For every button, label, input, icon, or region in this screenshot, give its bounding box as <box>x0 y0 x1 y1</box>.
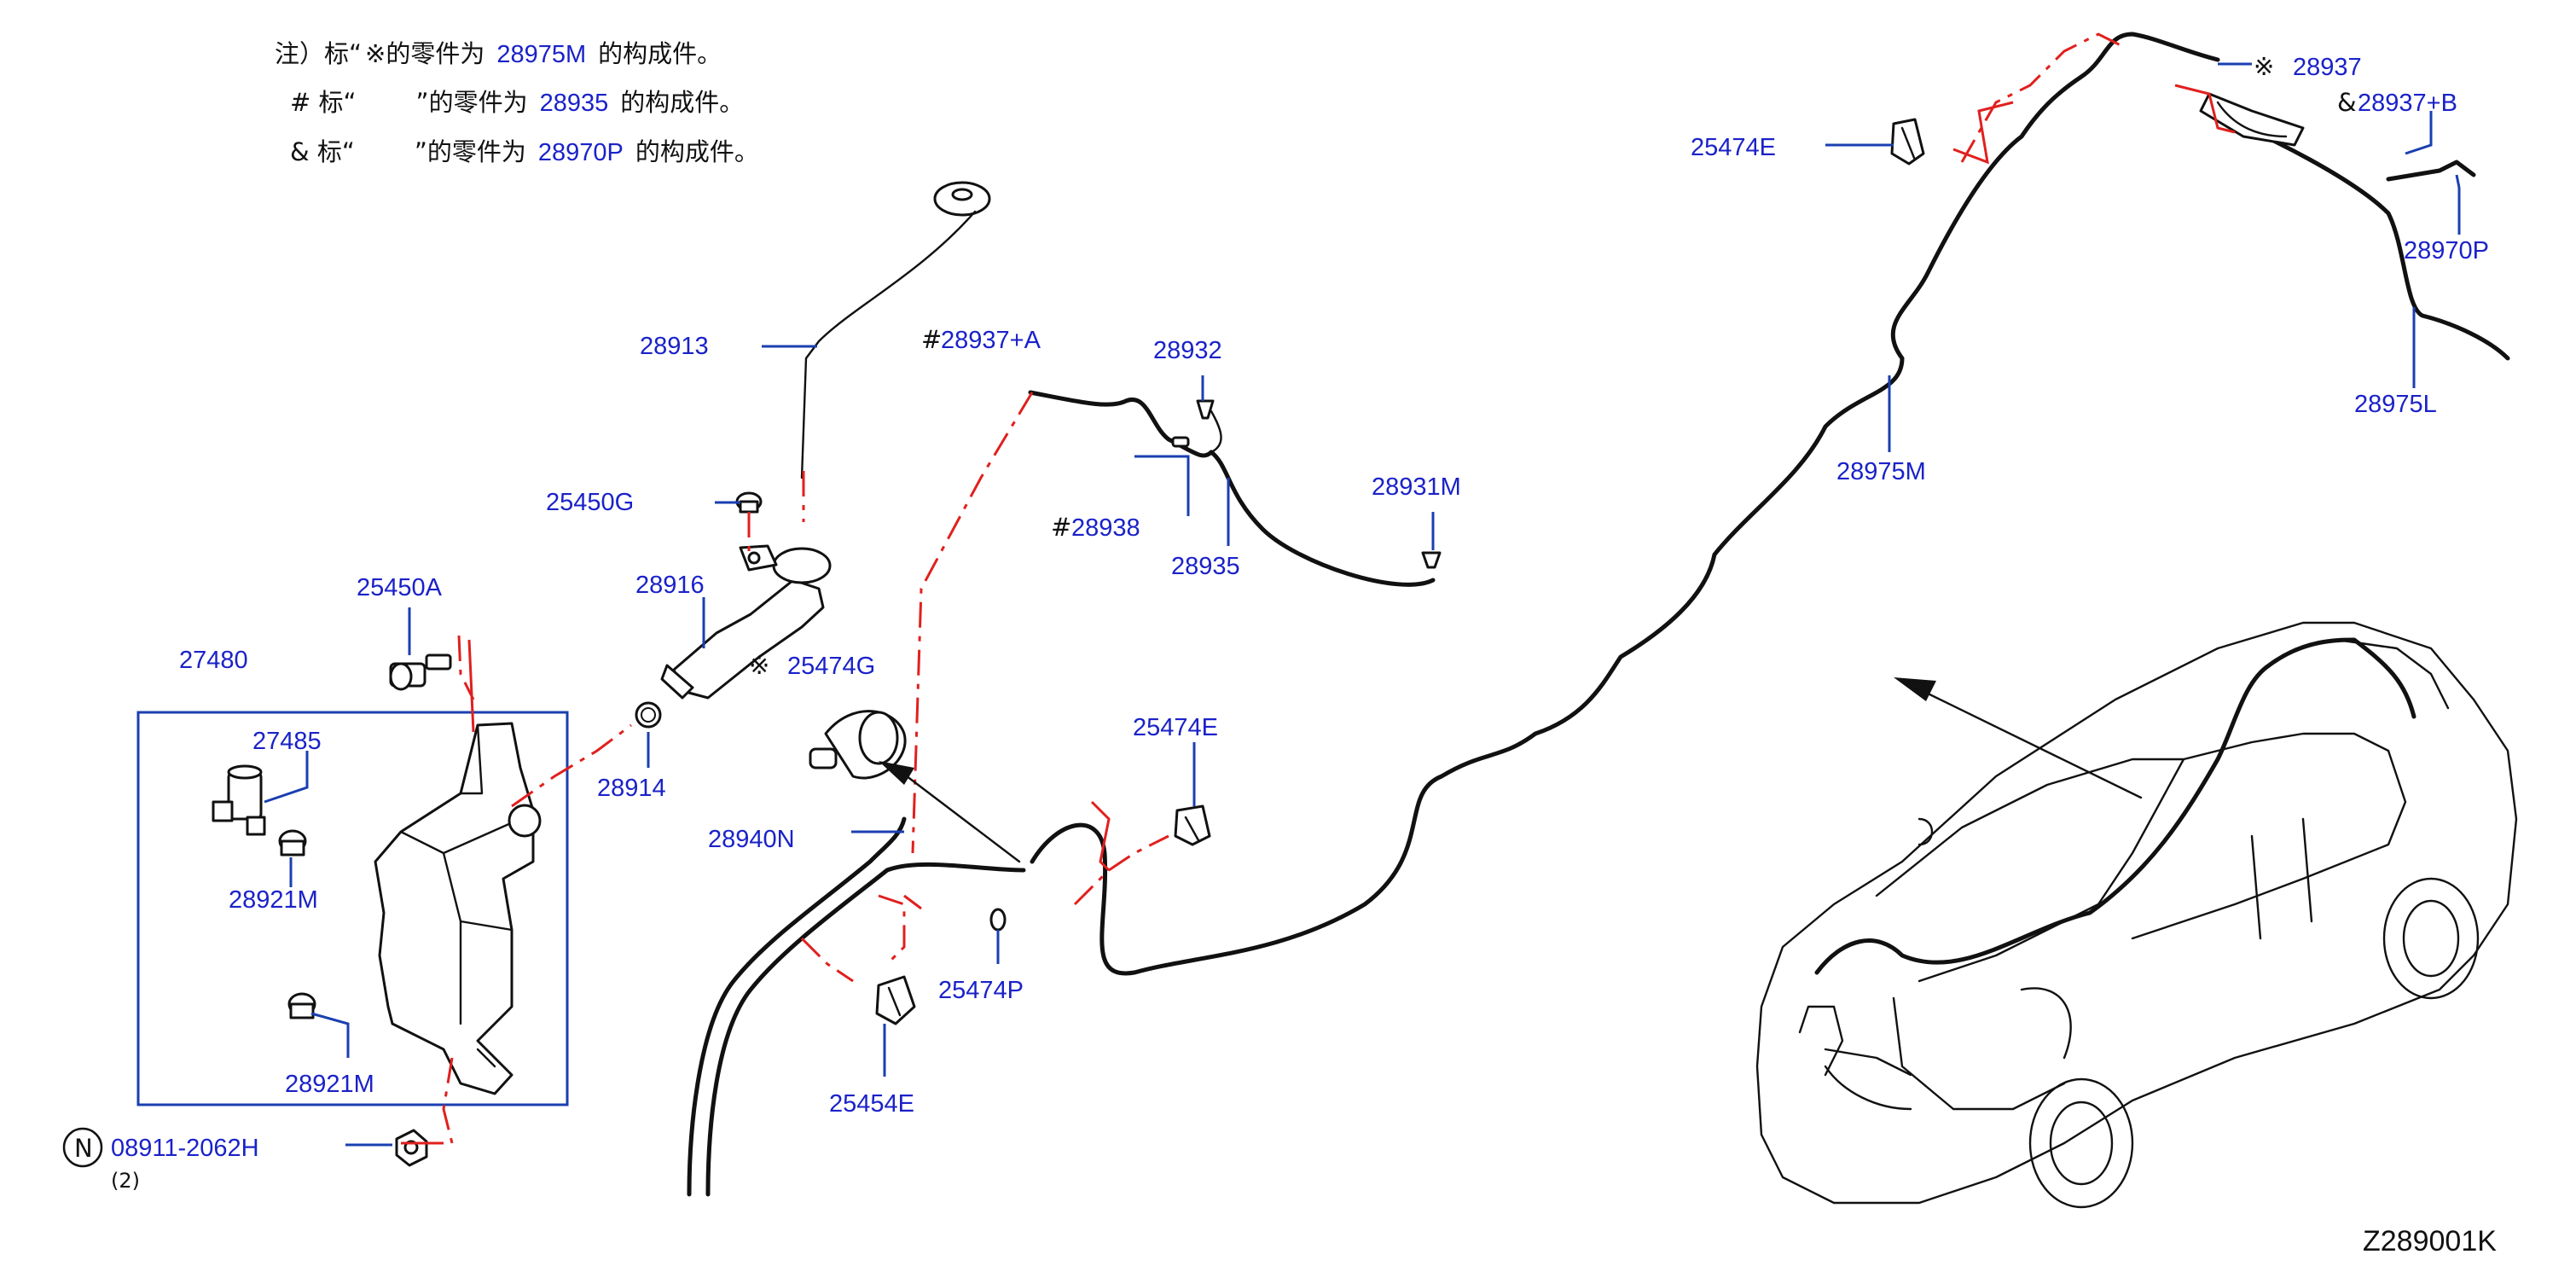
washer-pump-27485[interactable] <box>212 764 266 836</box>
label-25474E-upper[interactable]: 25474E <box>1691 134 1776 161</box>
label-28913[interactable]: 28913 <box>640 333 709 360</box>
hose-28975M[interactable] <box>1030 32 2220 976</box>
label-08911-2062H[interactable]: 08911-2062H <box>111 1135 259 1162</box>
phantom-lines <box>401 32 2236 1145</box>
bolt-25450A[interactable] <box>389 653 452 691</box>
grommet-25474G[interactable] <box>809 710 907 780</box>
nozzle-28937[interactable] <box>2199 92 2305 147</box>
label-28937-A[interactable]: 28937+A <box>941 327 1041 354</box>
kome-mark-28937: ※ <box>2254 52 2274 81</box>
label-28914[interactable]: 28914 <box>597 775 666 802</box>
clip-25474E-upper[interactable] <box>1890 118 1925 166</box>
label-28937-B[interactable]: 28937+B <box>2358 90 2457 117</box>
clip-25474E-middle[interactable] <box>1174 804 1211 846</box>
hash-mark-28937A: # <box>921 325 942 354</box>
label-28935[interactable]: 28935 <box>1171 553 1240 580</box>
grommet-28921M-upper[interactable] <box>278 829 307 857</box>
label-25474P[interactable]: 25474P <box>938 977 1024 1004</box>
nut-08911-2062H[interactable] <box>395 1129 428 1167</box>
label-28916[interactable]: 28916 <box>635 572 705 599</box>
label-25474G[interactable]: 25474G <box>787 653 875 680</box>
label-28938[interactable]: 28938 <box>1071 514 1140 542</box>
joint-28938[interactable] <box>1171 436 1190 448</box>
label-25450A[interactable]: 25450A <box>357 574 443 601</box>
clip-25454E[interactable] <box>875 975 916 1025</box>
svg-text:N: N <box>74 1134 93 1163</box>
cap-28913[interactable] <box>800 181 991 479</box>
washer-tank[interactable] <box>374 722 542 1095</box>
filler-neck-28916[interactable] <box>660 544 832 700</box>
kome-mark-25474G: ※ <box>749 651 769 680</box>
label-27485[interactable]: 27485 <box>252 728 322 755</box>
nut-symbol: N <box>62 1127 103 1168</box>
qty-08911-2062H: (2) <box>111 1169 140 1193</box>
arrow-indicator-hose <box>879 761 1021 863</box>
arrow-indicator-vehicle <box>1894 677 2143 799</box>
amp-mark-28937B: & <box>2337 88 2357 117</box>
vehicle-outline <box>1755 621 2518 1209</box>
label-28931M[interactable]: 28931M <box>1372 473 1461 501</box>
label-28921M-lower[interactable]: 28921M <box>285 1071 374 1098</box>
figure-code: Z289001K <box>2363 1225 2497 1257</box>
clip-28932[interactable] <box>1196 399 1215 420</box>
label-28921M-upper[interactable]: 28921M <box>229 886 318 914</box>
packing-25450G[interactable] <box>735 491 763 514</box>
label-25450G[interactable]: 25450G <box>546 489 634 516</box>
o-ring-28914[interactable] <box>635 701 662 729</box>
hose-28935[interactable] <box>1028 390 1436 587</box>
label-28975M[interactable]: 28975M <box>1836 458 1926 485</box>
assembly-box-27480 <box>136 711 569 1106</box>
hose-28975L[interactable] <box>2224 117 2510 361</box>
part-labels: 28913 25450G 28916 25450A 27480 27485 28… <box>62 52 2489 1193</box>
hose-28940N[interactable] <box>687 816 1026 1197</box>
grommet-28921M-lower[interactable] <box>287 992 316 1019</box>
label-28932[interactable]: 28932 <box>1153 337 1222 364</box>
label-28975L[interactable]: 28975L <box>2354 391 2437 418</box>
leader-lines <box>264 62 2461 1147</box>
label-28940N[interactable]: 28940N <box>708 826 795 853</box>
label-25474E-middle[interactable]: 25474E <box>1133 714 1218 741</box>
label-28937[interactable]: 28937 <box>2293 54 2362 81</box>
clip-28931M[interactable] <box>1421 551 1442 569</box>
label-25454E[interactable]: 25454E <box>829 1090 914 1118</box>
seal-25474P[interactable] <box>989 908 1007 932</box>
hash-mark-28938: # <box>1051 513 1071 542</box>
label-27480[interactable]: 27480 <box>179 647 248 674</box>
label-28970P[interactable]: 28970P <box>2404 237 2489 264</box>
